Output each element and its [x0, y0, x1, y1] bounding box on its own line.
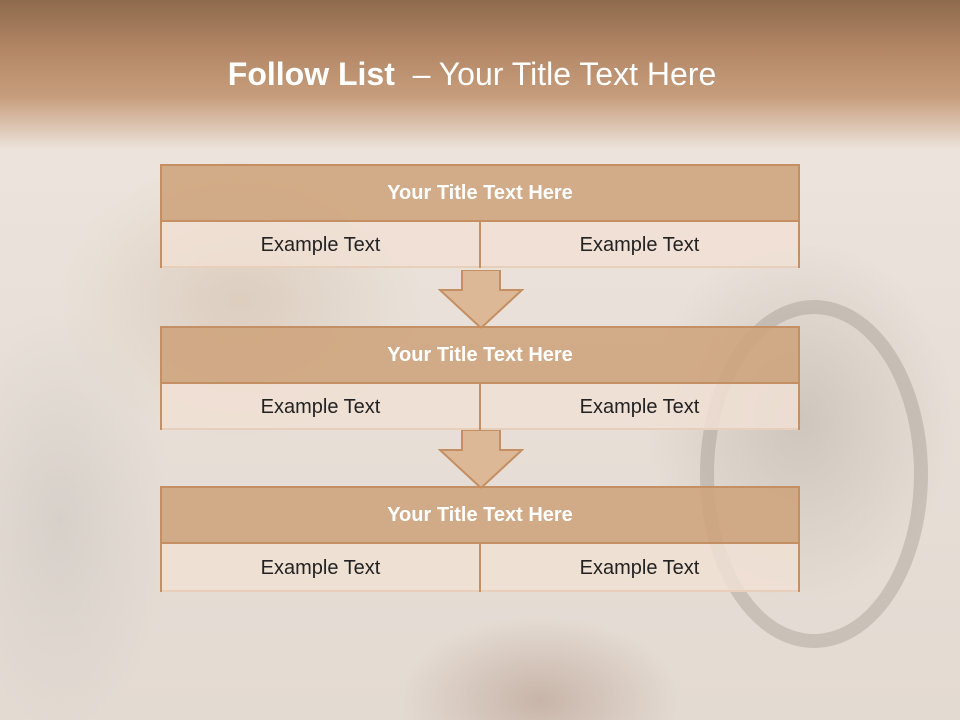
list-block-2: Your Title Text Here Example Text Exampl…: [160, 326, 800, 430]
list-block-cell-left: Example Text: [162, 384, 479, 430]
list-block-row: Example Text Example Text: [162, 222, 798, 268]
list-block-title: Your Title Text Here: [162, 328, 798, 384]
list-block-cell-right: Example Text: [479, 222, 798, 268]
down-arrow-icon: [438, 270, 524, 330]
page-title: Follow List – Your Title Text Here: [0, 56, 944, 93]
list-block-cell-right: Example Text: [479, 384, 798, 430]
list-block-cell-left: Example Text: [162, 222, 479, 268]
list-block-title: Your Title Text Here: [162, 166, 798, 222]
list-block-cell-left: Example Text: [162, 544, 479, 592]
page-title-rest: – Your Title Text Here: [394, 56, 717, 92]
list-block-row: Example Text Example Text: [162, 544, 798, 592]
list-block-cell-right: Example Text: [479, 544, 798, 592]
list-block-row: Example Text Example Text: [162, 384, 798, 430]
down-arrow-icon: [438, 430, 524, 490]
header-band: [0, 0, 960, 150]
list-block-3: Your Title Text Here Example Text Exampl…: [160, 486, 800, 592]
list-block-1: Your Title Text Here Example Text Exampl…: [160, 164, 800, 268]
page-title-bold: Follow List: [227, 56, 395, 92]
list-block-title: Your Title Text Here: [162, 488, 798, 544]
